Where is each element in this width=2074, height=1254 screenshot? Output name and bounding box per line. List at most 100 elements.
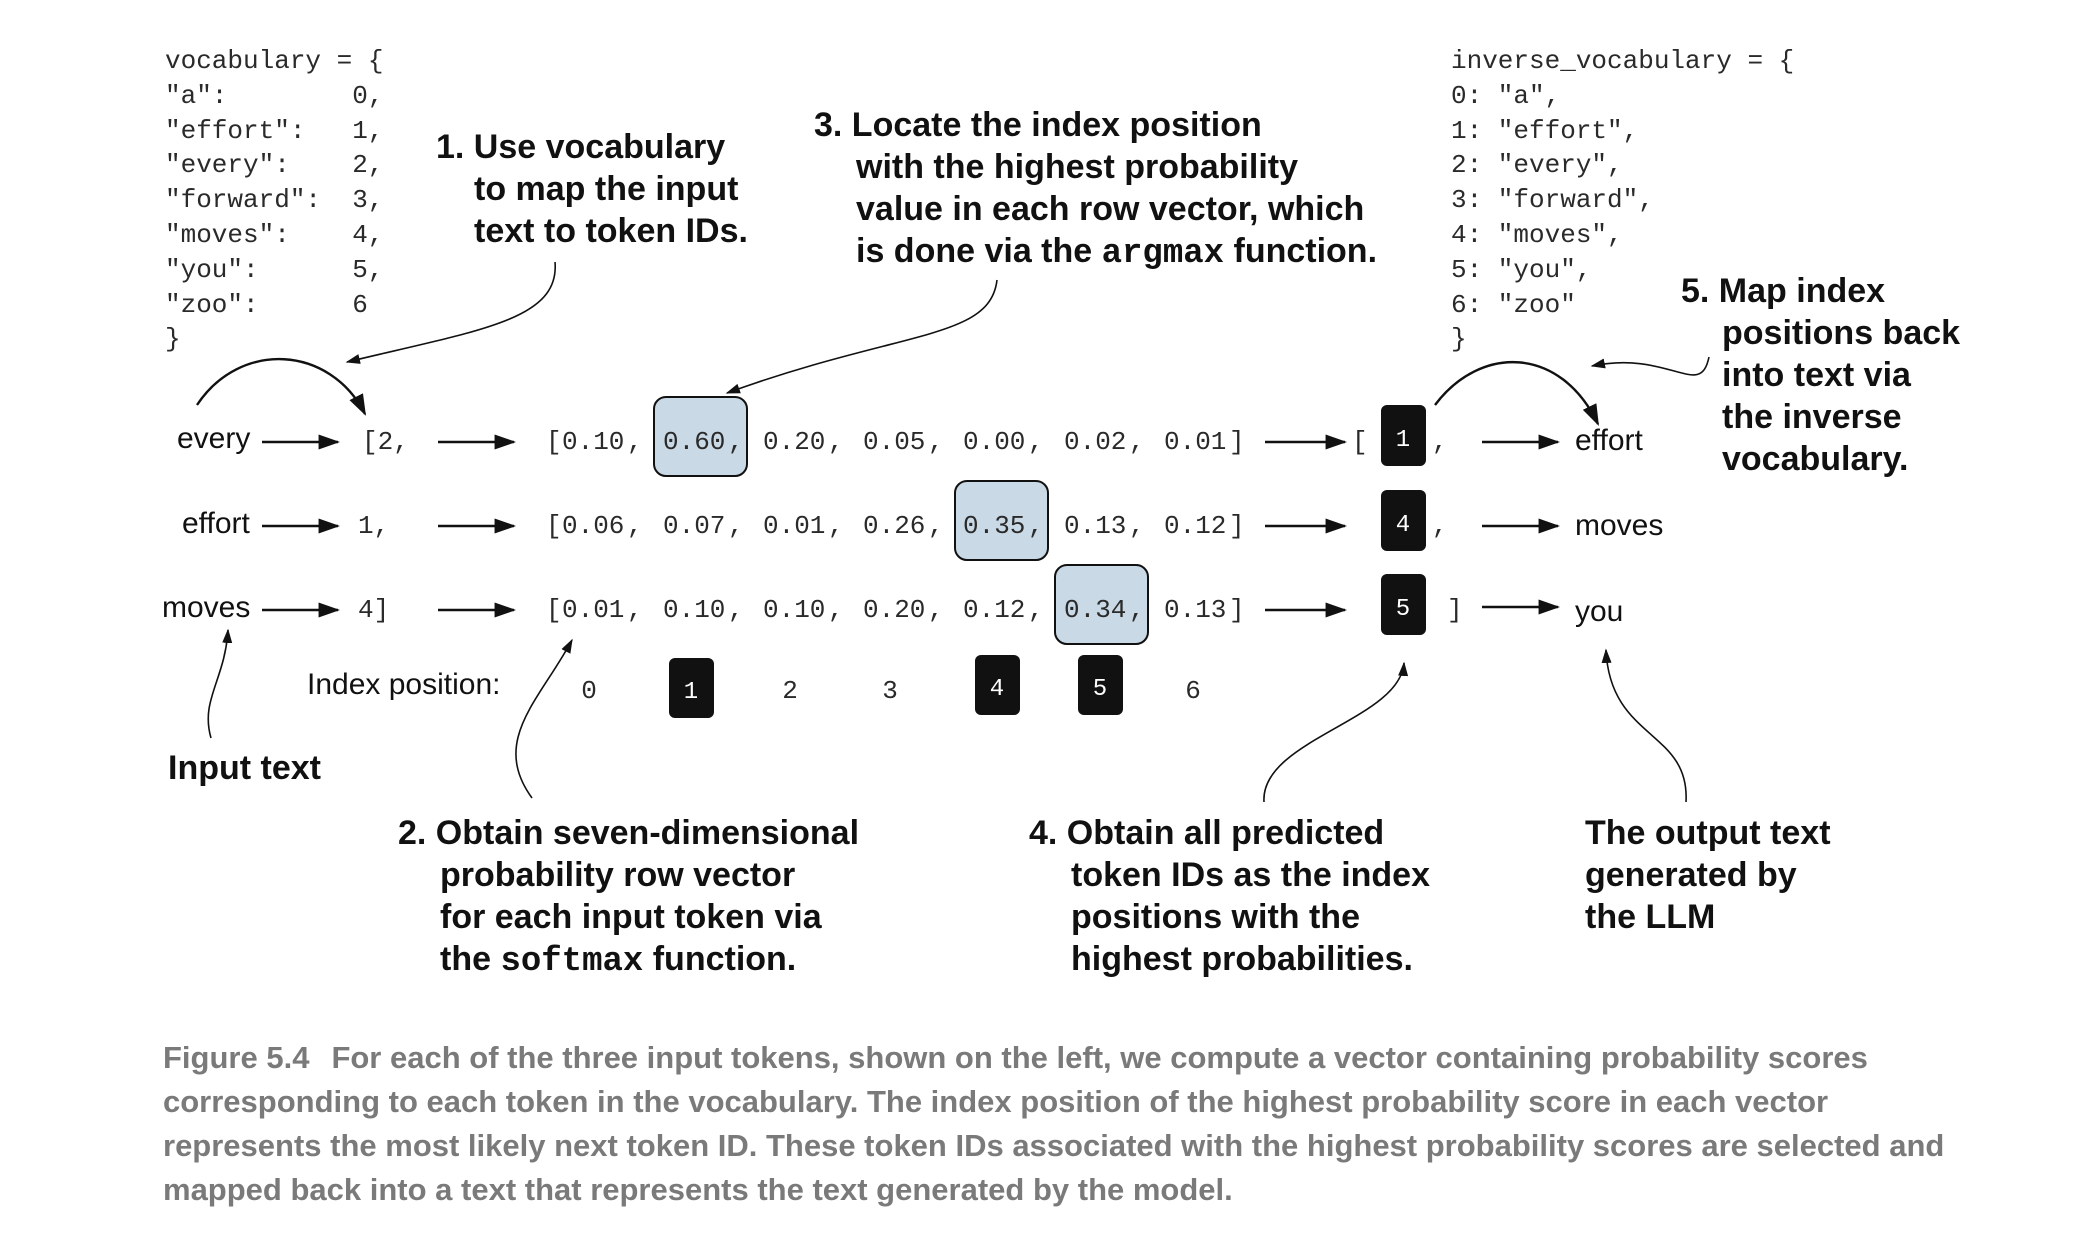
prob-value: 0.60 (663, 427, 725, 457)
vocab-lookup-arrow (195, 358, 367, 416)
prob-value: 0.01 (1164, 427, 1226, 457)
note-text: function. (643, 940, 796, 978)
callout-arrow-output-text (1601, 648, 1687, 803)
note-line: 1. Use vocabulary (436, 128, 725, 166)
note-line: for each input token via (440, 898, 823, 936)
index-value: 4 (990, 676, 1004, 703)
prob-separator: , (1129, 427, 1145, 457)
index-badge (975, 655, 1020, 715)
prob-separator: , (627, 511, 643, 541)
index-value: 1 (684, 679, 698, 706)
callout-arrow-step-5 (1590, 356, 1710, 376)
index-position-row: Index position: 0 1 2 3 4 5 6 (307, 655, 1201, 718)
callout-arrow-step-3 (725, 279, 998, 394)
inverse-vocabulary-block: inverse_vocabulary = { 0: "a", 1: "effor… (1451, 46, 1794, 354)
prob-value: 0.06 (562, 511, 624, 541)
token-id: 4] (358, 595, 389, 625)
prob-value: 0.00 (963, 427, 1025, 457)
prob-value: 0.01 (562, 595, 624, 625)
highlight-box (1054, 564, 1149, 645)
note-step-5: 5. Map index positions back into text vi… (1681, 272, 1960, 478)
index-value: 3 (882, 676, 898, 706)
note-line: into text via (1722, 356, 1912, 394)
inverse-vocabulary-line: 2: "every", (1451, 150, 1623, 180)
input-token: moves (162, 591, 250, 624)
note-step-1: 1. Use vocabulary to map the input text … (436, 128, 748, 250)
prob-value: 0.01 (763, 511, 825, 541)
pred-token-id: 1 (1396, 427, 1410, 454)
vocabulary-block: vocabulary = { "a": 0, "effort": 1, "eve… (165, 46, 383, 354)
note-line: positions back (1722, 314, 1960, 352)
prob-separator: , (1028, 595, 1044, 625)
prob-separator: , (928, 427, 944, 457)
function-name: argmax (1102, 235, 1224, 273)
token-id: 1, (358, 511, 389, 541)
note-line: 5. Map index (1681, 272, 1885, 310)
prob-value: 0.05 (863, 427, 925, 457)
prob-open-bracket: [ (546, 427, 562, 457)
vocabulary-footer: } (165, 324, 181, 354)
vocabulary-line: "every": 2, (165, 150, 383, 180)
output-token: you (1575, 595, 1623, 628)
note-line: value in each row vector, which (856, 190, 1364, 228)
function-name: softmax (500, 943, 643, 981)
row-effort: effort 1, [ 0.06, 0.07, 0.01, 0.26, 0.35… (182, 480, 1663, 561)
pred-separator: , (1432, 427, 1448, 457)
note-text: is done via the (856, 232, 1102, 270)
index-value: 6 (1185, 676, 1201, 706)
note-line: is done via the argmax function. (856, 232, 1377, 273)
prob-close-bracket: ] (1229, 595, 1245, 625)
note-line: token IDs as the index (1071, 856, 1430, 894)
index-value: 5 (1093, 676, 1107, 703)
callout-arrow-step-1 (345, 261, 556, 364)
pred-bracket: [ (1352, 427, 1368, 457)
prob-close-bracket: ] (1229, 511, 1245, 541)
prob-open-bracket: [ (546, 595, 562, 625)
pred-badge (1381, 574, 1426, 635)
note-line: to map the input (474, 170, 738, 208)
prob-close-bracket: ] (1229, 427, 1245, 457)
prob-open-bracket: [ (546, 511, 562, 541)
note-line: generated by (1585, 856, 1797, 894)
prob-separator: , (1129, 511, 1145, 541)
vocabulary-line: "moves": 4, (165, 220, 383, 250)
prob-separator: , (728, 511, 744, 541)
note-line: the LLM (1585, 898, 1715, 936)
note-line: vocabulary. (1722, 440, 1908, 478)
prob-value: 0.10 (663, 595, 725, 625)
pred-token-id: 5 (1396, 596, 1410, 623)
inverse-vocabulary-line: 5: "you", (1451, 255, 1591, 285)
vocabulary-line: "forward": 3, (165, 185, 383, 215)
pred-separator: , (1432, 511, 1448, 541)
output-token: moves (1575, 509, 1663, 542)
note-line: with the highest probability (855, 148, 1298, 186)
prob-separator: , (928, 511, 944, 541)
prob-separator: , (728, 595, 744, 625)
prob-value: 0.13 (1164, 595, 1226, 625)
note-step-2: 2. Obtain seven-dimensional probability … (398, 814, 859, 981)
prob-separator: , (1129, 595, 1145, 625)
vocabulary-header: vocabulary = { (165, 46, 383, 76)
callout-arrow-step-4 (1263, 661, 1409, 803)
output-token: effort (1575, 424, 1643, 457)
index-badge (669, 658, 714, 718)
note-line: probability row vector (440, 856, 795, 894)
prob-value: 0.35 (963, 511, 1025, 541)
prob-value: 0.12 (963, 595, 1025, 625)
note-text: the (440, 940, 500, 978)
note-line: 2. Obtain seven-dimensional (398, 814, 859, 852)
row-moves: moves 4] [ 0.01, 0.10, 0.10, 0.20, 0.12,… (162, 564, 1623, 645)
pred-badge (1381, 405, 1426, 466)
index-position-label: Index position: (307, 668, 500, 701)
index-value: 0 (581, 676, 597, 706)
note-line: highest probabilities. (1071, 940, 1413, 978)
prob-value: 0.07 (663, 511, 725, 541)
prob-separator: , (1028, 511, 1044, 541)
note-line: positions with the (1071, 898, 1360, 936)
inverse-vocabulary-line: 6: "zoo" (1451, 290, 1576, 320)
output-text-note: The output text generated by the LLM (1585, 814, 1831, 936)
callout-arrow-input-text (207, 628, 233, 739)
vocabulary-line: "zoo": 6 (165, 290, 368, 320)
prob-value: 0.13 (1064, 511, 1126, 541)
